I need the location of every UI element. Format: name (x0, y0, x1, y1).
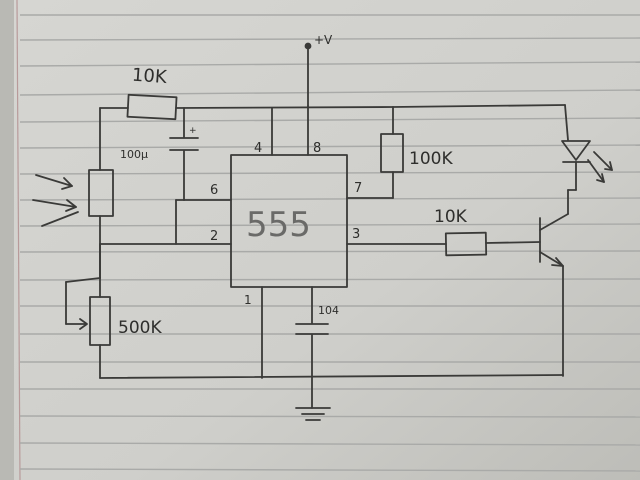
resistor-100k (346, 106, 404, 199)
label-100u: 100µ (120, 148, 148, 161)
npn-transistor (539, 189, 569, 377)
labels: +V 10K 100µ + 4 8 6 2 7 3 1 555 100K 10K… (118, 33, 468, 338)
supply-label: +V (314, 33, 333, 47)
pin-1-label: 1 (244, 293, 252, 307)
pin-6-label: 6 (210, 183, 218, 198)
pin-8-label: 8 (313, 141, 321, 156)
paper-left-shadow (0, 0, 14, 480)
pin-plus: + (189, 126, 197, 136)
trigger-threshold-wiring (99, 199, 232, 245)
label-10k-base: 10K (434, 207, 468, 227)
pin-7-label: 7 (354, 181, 362, 196)
capacitor-100u (169, 107, 199, 201)
led (561, 140, 613, 191)
pin-2-label: 2 (210, 229, 218, 244)
label-10k-top: 10K (131, 65, 168, 88)
ic-555-body (230, 154, 348, 288)
pin-connections-top (271, 105, 309, 156)
ldr-sensor (32, 169, 114, 279)
ruled-lines (19, 14, 640, 472)
pin-4-label: 4 (254, 141, 262, 156)
margin-line (16, 0, 21, 480)
top-rail-wire (99, 104, 569, 171)
ground-symbol (295, 407, 331, 421)
ic-555-label: 555 (246, 205, 311, 245)
label-104: 104 (318, 304, 339, 317)
resistor-10k-top (126, 93, 178, 121)
label-500k: 500K (118, 318, 162, 338)
supply-terminal (304, 42, 312, 107)
ground-wiring (99, 286, 564, 409)
pin-3-label: 3 (352, 227, 360, 242)
potentiometer-500k (65, 243, 111, 379)
label-100k: 100K (409, 149, 453, 169)
